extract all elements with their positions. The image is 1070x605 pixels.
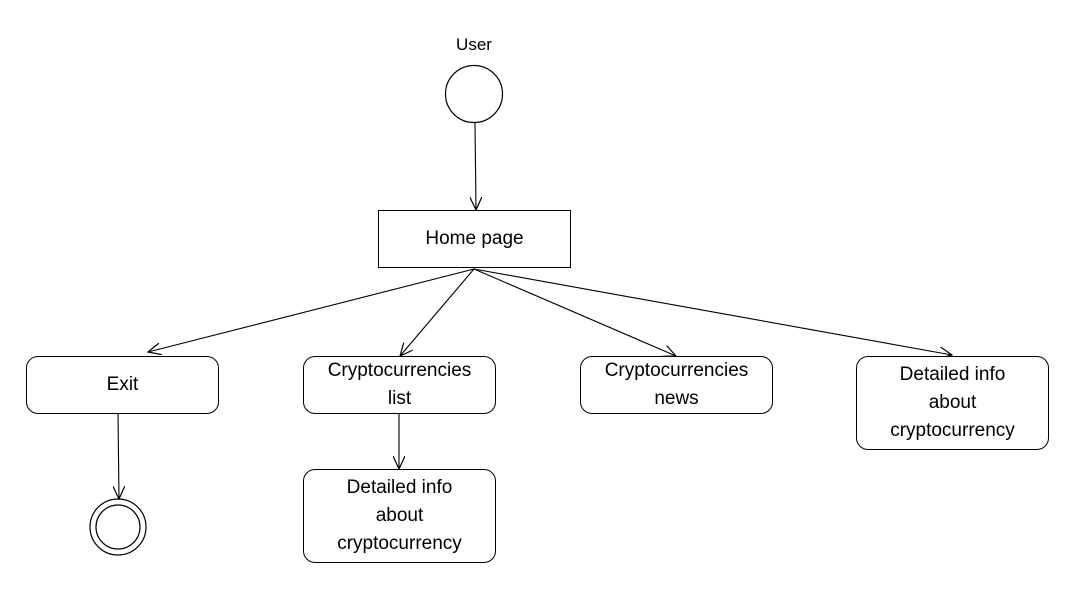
final-node-inner [95, 504, 141, 550]
cryptocurrencies-news-node: Cryptocurrencies news [580, 356, 773, 414]
edge-user-to-home [475, 122, 476, 210]
edge-home-to-exit [148, 268, 475, 352]
edge-exit-to-end [118, 413, 119, 499]
actor-label: User [456, 35, 492, 54]
cryptocurrencies-list-node: Cryptocurrencies list [303, 356, 496, 414]
detailed-info-node-bottom: Detailed info about cryptocurrency [303, 469, 496, 563]
edge-home-to-news [473, 268, 676, 356]
edge-home-to-list [400, 268, 475, 356]
initial-node [444, 64, 504, 124]
exit-node: Exit [26, 356, 219, 414]
home-page-node: Home page [378, 210, 571, 268]
edge-home-to-detail [473, 268, 952, 355]
detailed-info-node-right: Detailed info about cryptocurrency [856, 356, 1049, 450]
